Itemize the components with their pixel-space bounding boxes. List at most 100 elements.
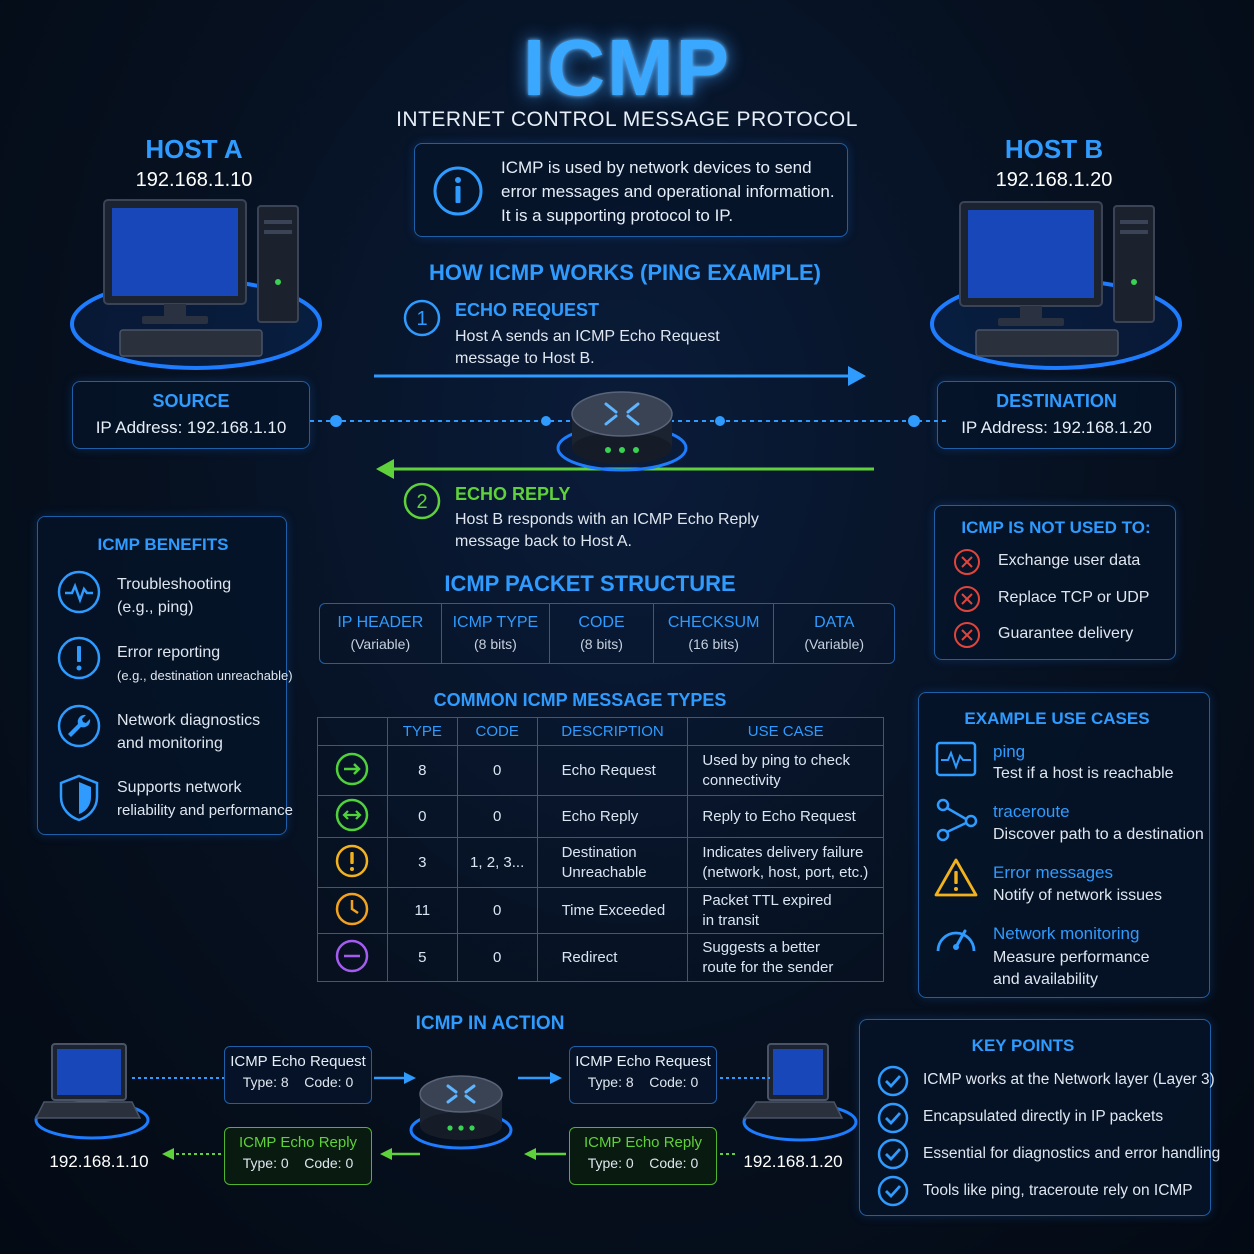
packet-field-size: (8 bits) — [580, 636, 623, 652]
not-used-item: Guarantee delivery — [998, 625, 1134, 642]
benefit-detail: and monitoring — [117, 735, 223, 752]
warning-icon — [934, 858, 978, 897]
use-case-cell: in transit — [702, 911, 760, 929]
use-cases-panel: EXAMPLE USE CASES ping Test if a host is… — [918, 692, 1210, 998]
use-case-cell: route for the sender — [702, 958, 834, 976]
table-row: 0 0 Echo Reply Reply to Echo Request — [317, 795, 884, 838]
use-case-cell: Used by ping to check — [702, 751, 850, 769]
laptop-icon — [742, 1043, 858, 1142]
use-case-desc: Notify of network issues — [993, 887, 1162, 904]
in-action-title: ICMP IN ACTION — [415, 1013, 565, 1034]
echo-request-box: ICMP Echo Request Type: 8 Code: 0 — [569, 1046, 717, 1104]
packet-field-size: (16 bits) — [688, 636, 739, 652]
key-point: Tools like ping, traceroute rely on ICMP — [923, 1182, 1193, 1199]
action-flow-lines — [132, 1072, 770, 1160]
packet-field-name: DATA — [814, 614, 855, 631]
description-cell: Echo Request — [561, 762, 656, 779]
clock-icon — [336, 892, 369, 925]
how-it-works-title: HOW ICMP WORKS (PING EXAMPLE) — [429, 260, 821, 285]
icon-column-header — [317, 717, 388, 746]
use-case-cell: Suggests a better — [702, 938, 820, 956]
packet-field-name: IP HEADER — [337, 614, 424, 631]
benefit-detail: reliability and performance — [117, 802, 293, 819]
info-line: ICMP is used by network devices to send — [501, 158, 812, 177]
desktop-computer-icon — [70, 199, 322, 370]
x-circle-icon — [954, 549, 980, 575]
echo-request-box: ICMP Echo Request Type: 8 Code: 0 — [224, 1046, 372, 1104]
arrows-both-icon — [336, 798, 369, 831]
message-types-title: COMMON ICMP MESSAGE TYPES — [433, 690, 727, 710]
benefit-label: Network diagnostics — [117, 712, 261, 729]
description-cell: Destination — [561, 843, 637, 861]
echo-reply-title: ICMP Echo Reply — [238, 1134, 358, 1151]
exclamation-icon — [57, 636, 101, 680]
desktop-computer-icon — [930, 201, 1182, 370]
use-case-name: ping — [993, 742, 1026, 761]
key-point: Essential for diagnostics and error hand… — [923, 1145, 1221, 1162]
shield-icon — [59, 774, 99, 822]
benefits-panel: ICMP BENEFITS Troubleshooting (e.g., pin… — [37, 516, 293, 835]
key-points-title: KEY POINTS — [971, 1036, 1075, 1055]
path-icon — [936, 798, 978, 842]
packet-structure-title: ICMP PACKET STRUCTURE — [444, 571, 736, 596]
benefit-label: Error reporting — [117, 644, 221, 661]
left-host-ip: 192.168.1.10 — [49, 1152, 149, 1171]
step-1-text: message to Host B. — [455, 350, 595, 367]
packet-field-size: (Variable) — [350, 636, 411, 652]
echo-request-detail: Type: 8 Code: 0 — [242, 1074, 354, 1090]
type-cell: 3 — [386, 837, 458, 888]
step-2-badge: 2 — [403, 482, 441, 520]
not-used-item: Exchange user data — [998, 552, 1141, 569]
step-1-title: ECHO REQUEST — [455, 300, 600, 320]
not-used-panel: ICMP IS NOT USED TO: Exchange user data … — [934, 505, 1176, 660]
echo-request-title: ICMP Echo Request — [575, 1053, 711, 1070]
use-case-cell: Reply to Echo Request — [702, 808, 856, 825]
use-cases-title: EXAMPLE USE CASES — [964, 709, 1150, 728]
use-case-name: traceroute — [993, 802, 1070, 821]
step-2-number: 2 — [416, 491, 427, 513]
use-case-cell: connectivity — [702, 771, 781, 789]
column-header: CODE — [456, 717, 538, 746]
benefit-label: Troubleshooting — [117, 576, 232, 593]
echo-reply-box: ICMP Echo Reply Type: 0 Code: 0 — [569, 1127, 717, 1185]
type-cell: 11 — [386, 887, 458, 934]
packet-field-size: (8 bits) — [473, 636, 517, 652]
key-points-panel: KEY POINTS ICMP works at the Network lay… — [859, 1019, 1220, 1216]
message-types-table: TYPE CODE DESCRIPTION USE CASE 8 0 Echo … — [317, 717, 884, 982]
info-panel: ICMP is used by network devices to send … — [414, 143, 848, 237]
check-circle-icon — [877, 1065, 909, 1097]
echo-request-detail: Type: 8 Code: 0 — [587, 1074, 699, 1090]
check-circle-icon — [877, 1102, 909, 1134]
echo-reply-arrowhead — [376, 459, 394, 479]
source-ip: IP Address: 192.168.1.10 — [95, 418, 287, 437]
echo-reply-detail: Type: 0 Code: 0 — [242, 1155, 354, 1171]
column-header: TYPE — [386, 717, 458, 746]
x-circle-icon — [954, 586, 980, 612]
destination-ip: IP Address: 192.168.1.20 — [961, 418, 1152, 437]
key-point: Encapsulated directly in IP packets — [923, 1108, 1164, 1125]
step-1-badge: 1 — [403, 299, 441, 337]
pulse-icon — [57, 570, 101, 614]
benefits-title: ICMP BENEFITS — [97, 535, 229, 554]
description-cell: Unreachable — [561, 863, 647, 881]
router-icon — [556, 391, 688, 472]
packet-field-name: CHECKSUM — [667, 614, 760, 631]
benefit-label: Supports network — [117, 779, 242, 796]
packet-field-size: (Variable) — [804, 636, 865, 652]
info-line: It is a supporting protocol to IP. — [501, 206, 734, 225]
use-case-name: Network monitoring — [993, 924, 1140, 943]
host-b-name: HOST B — [1004, 134, 1104, 164]
echo-reply-box: ICMP Echo Reply Type: 0 Code: 0 — [224, 1127, 372, 1185]
benefit-detail: (e.g., ping) — [117, 599, 194, 616]
packet-field-name: ICMP TYPE — [452, 614, 539, 631]
type-cell: 8 — [386, 745, 458, 796]
packet-field: ICMP TYPE (8 bits) — [442, 604, 551, 663]
use-case-desc: Discover path to a destination — [993, 826, 1204, 843]
column-header: DESCRIPTION — [536, 717, 689, 746]
column-header: USE CASE — [687, 717, 884, 746]
step-2-text: Host B responds with an ICMP Echo Reply — [455, 511, 759, 528]
host-b-ip: 192.168.1.20 — [995, 169, 1113, 191]
description-cell: Redirect — [561, 949, 618, 966]
use-case-desc: Test if a host is reachable — [993, 765, 1174, 782]
packet-field: IP HEADER (Variable) — [320, 604, 442, 663]
